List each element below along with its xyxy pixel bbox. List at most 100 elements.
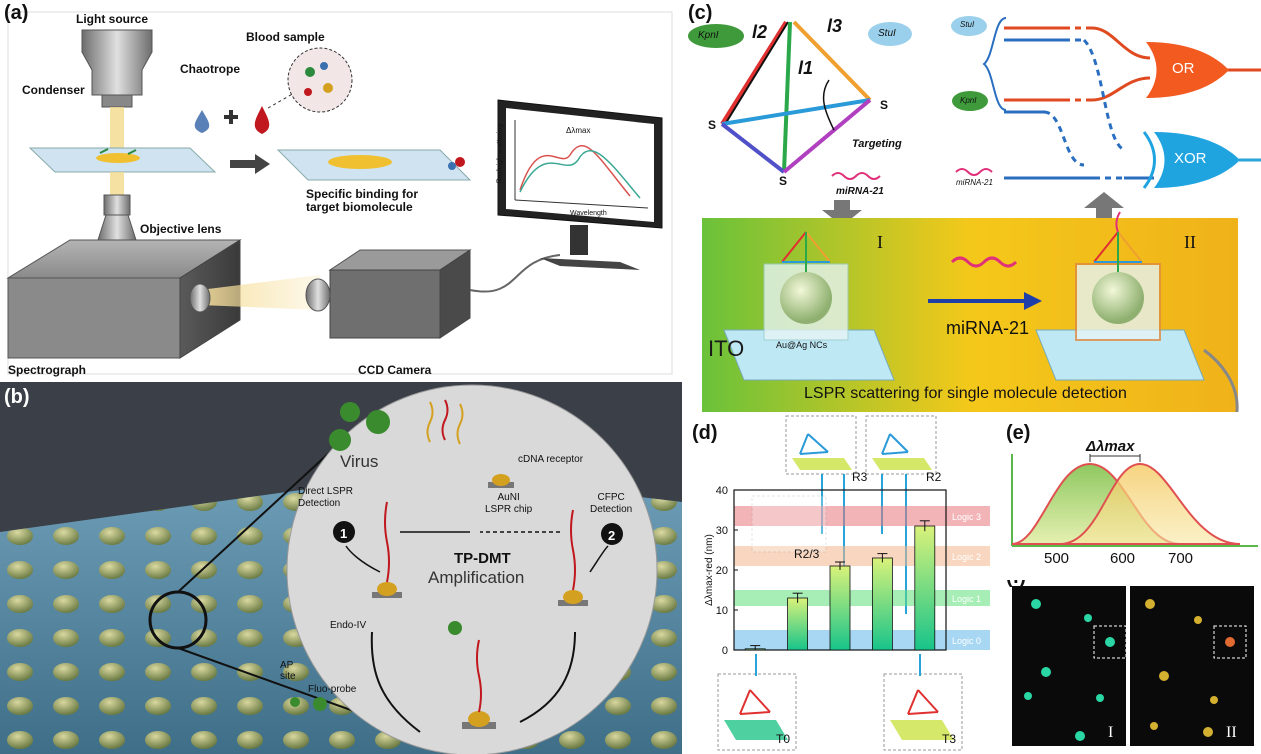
logic-band-label-0: Logic 3	[952, 512, 981, 522]
label-virus: Virus	[340, 452, 379, 471]
label-auni-line1: AuNI	[497, 492, 520, 503]
bar-1	[787, 597, 808, 651]
monitor-ylabel: Rayleigh scattering	[496, 123, 504, 184]
panel-f: (f) I II	[1000, 580, 1261, 754]
stu-enzyme-gate	[951, 16, 987, 36]
label-mirna-arrow: miRNA-21	[946, 318, 1030, 338]
label-image-2: II	[1226, 724, 1237, 741]
label-specific-binding-line1: Specific binding for	[306, 187, 419, 201]
label-kpn-gate: KpnI	[960, 96, 977, 105]
step-1-badge: 1	[340, 526, 348, 541]
label-auag: Au@Ag NCs	[776, 340, 828, 350]
panel-b-label: (b)	[4, 386, 30, 408]
panel-b: (b) Virus cDNA receptor Direct LSPR Dete…	[0, 382, 682, 754]
panel-f-label: (f)	[1006, 580, 1026, 589]
panel-a-label: (a)	[4, 2, 29, 24]
spectra-plot	[1011, 454, 1258, 547]
dark-field-images	[1012, 586, 1254, 746]
label-r2: R2	[926, 470, 942, 484]
label-lspr-caption: LSPR scattering for single molecule dete…	[804, 385, 1127, 402]
tick-500: 500	[1044, 550, 1070, 567]
label-auni: AuNI LSPR chip	[485, 492, 532, 516]
label-l3: l3	[827, 16, 843, 36]
step-2-badge: 2	[608, 528, 616, 543]
light-source	[81, 29, 153, 96]
or-gate	[1146, 42, 1229, 98]
label-objective-lens: Objective lens	[140, 222, 222, 236]
label-ap-site-line2: site	[280, 671, 296, 682]
label-t3: T3	[942, 732, 957, 746]
label-direct-lspr: Direct LSPR Detection	[298, 486, 353, 510]
logic-band-label-3: Logic 0	[952, 636, 981, 646]
label-specific-binding: Specific binding for target biomolecule	[306, 188, 418, 214]
blood-drop	[254, 106, 270, 134]
amplification-circle	[286, 384, 658, 754]
label-cdna-receptor: cDNA receptor	[518, 454, 584, 465]
label-tpdmt: TP-DMT	[454, 550, 511, 567]
logic-band-label-2: Logic 1	[952, 594, 981, 604]
tick-600: 600	[1110, 550, 1136, 567]
y-tick-label-4: 40	[716, 485, 728, 497]
r23-inset	[751, 495, 827, 553]
panel-a: (a) Light source Condenser Blood sample …	[0, 0, 682, 381]
panel-b-illustration	[0, 384, 682, 754]
label-mirna-tetra: miRNA-21	[836, 186, 884, 197]
chaotrope-drop	[194, 110, 210, 133]
label-amplification: Amplification	[428, 568, 525, 587]
panel-e-label: (e)	[1006, 422, 1031, 444]
label-roman-2: II	[1184, 232, 1196, 252]
y-tick-label-3: 30	[716, 525, 728, 537]
monitor-xlabel: Wavelength	[570, 210, 607, 217]
label-ito: ITO	[708, 336, 745, 361]
label-s-left: S	[708, 118, 717, 132]
panel-e: (e) Δλmax 500 600 700	[1000, 414, 1261, 578]
label-kpn: KpnI	[698, 30, 719, 41]
label-t0: T0	[776, 732, 791, 746]
stu-enzyme-top	[868, 22, 912, 46]
label-ap-site: AP site	[280, 660, 296, 682]
bar-chart: Logic 3 Logic 2 Logic 1 Logic 0 0 10 20 30 40Δλm…	[704, 415, 990, 751]
label-or-gate: OR	[1172, 60, 1195, 77]
virus-particles	[329, 402, 390, 451]
label-condenser: Condenser	[22, 83, 85, 97]
tick-700: 700	[1168, 550, 1194, 567]
label-fluo-probe: Fluo-probe	[308, 684, 357, 695]
y-tick-label-2: 20	[716, 565, 728, 577]
label-delta-lambda: Δλmax	[1086, 438, 1135, 455]
label-s-right: S	[880, 98, 889, 112]
panel-c-illustration	[688, 16, 1261, 412]
label-ap-site-line1: AP	[280, 660, 294, 671]
label-light-source: Light source	[76, 12, 149, 26]
label-chaotrope: Chaotrope	[180, 62, 240, 76]
label-r23: R2/3	[794, 547, 820, 561]
label-r3: R3	[852, 470, 868, 484]
panel-c-label: (c)	[688, 2, 713, 24]
bar-4	[914, 525, 936, 651]
y-tick-label-0: 0	[722, 645, 728, 657]
monitor-delta: Δλmax	[566, 126, 591, 135]
label-spectrograph: Spectrograph	[8, 363, 87, 377]
label-image-1: I	[1108, 724, 1114, 741]
panel-a-illustration	[6, 11, 673, 375]
label-ccd-camera: CCD Camera	[358, 363, 432, 377]
ccd-camera	[329, 269, 441, 339]
label-l2: l2	[752, 22, 768, 42]
label-stu-gate: StuI	[960, 20, 975, 29]
bar-2	[829, 565, 851, 651]
label-xor-gate: XOR	[1174, 150, 1207, 167]
y-tick-label-1: 10	[716, 605, 728, 617]
label-roman-1: I	[877, 232, 883, 252]
label-endo-iv: Endo-IV	[330, 620, 367, 631]
label-cfpc-line2: Detection	[590, 504, 633, 515]
label-direct-lspr-line2: Detection	[298, 498, 341, 509]
kpn-enzyme	[688, 24, 744, 48]
blood-magnifier	[287, 47, 353, 113]
label-blood-sample: Blood sample	[246, 30, 325, 44]
label-mirna-gate: miRNA-21	[956, 178, 993, 187]
label-cfpc: CFPC Detection	[590, 492, 632, 516]
label-specific-binding-line2: target biomolecule	[306, 200, 413, 214]
logic-band-label-1: Logic 2	[952, 552, 981, 562]
label-stu: StuI	[878, 28, 896, 39]
y-axis-label: Δλmax-red (nm)	[704, 534, 715, 606]
